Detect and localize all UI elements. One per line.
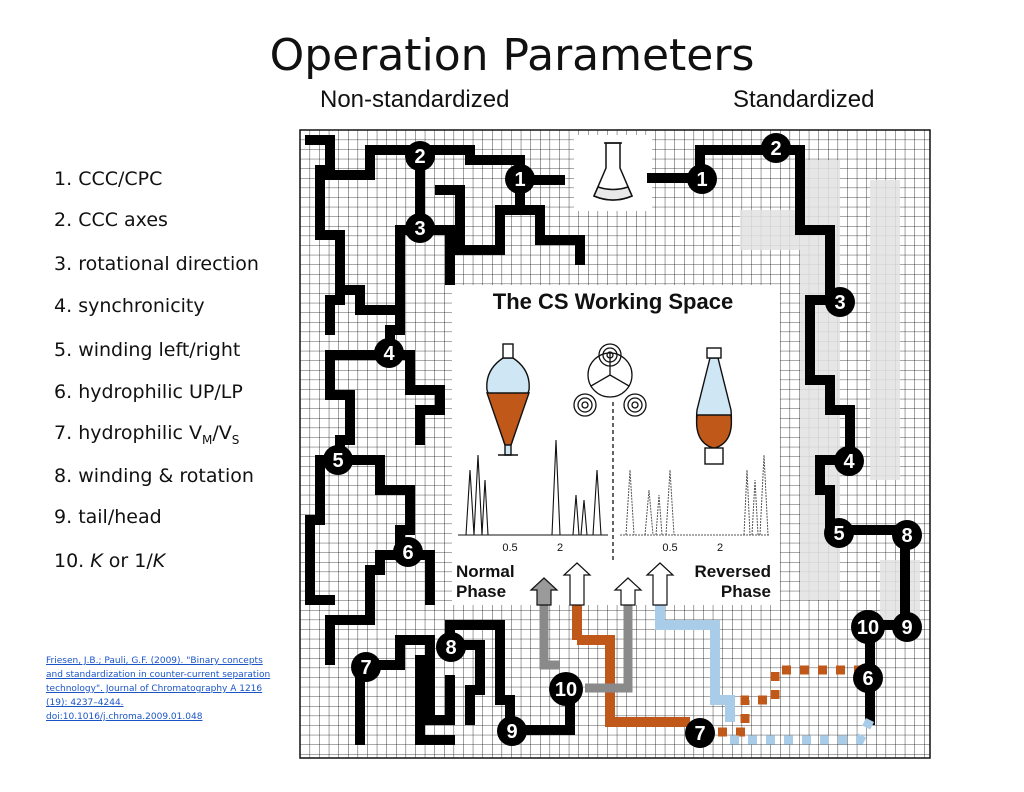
- left-node-9: [497, 716, 527, 746]
- center-box: [452, 285, 780, 605]
- right-node-4: [834, 446, 864, 476]
- left-node-6-label: 6: [402, 542, 413, 564]
- left-node-1: [505, 164, 535, 194]
- left-node-7-label: 7: [360, 657, 371, 679]
- right-node-8-label: 8: [901, 525, 912, 547]
- left-node-6: [393, 537, 423, 567]
- left-node-3: [405, 213, 435, 243]
- gray-path: [539, 590, 633, 693]
- right-node-1-label: 1: [696, 169, 707, 191]
- param-9: 9. tail/head: [54, 506, 162, 528]
- left-nodes: 1 2 3 4 5 6 7 8 9 10: [323, 141, 583, 746]
- right-node-4-label: 4: [843, 451, 855, 473]
- axis-ticks: 0.5 2 0.5 2: [502, 542, 723, 554]
- tick-label-left-1: 0.5: [502, 542, 517, 554]
- right-node-10: [851, 610, 885, 644]
- gray-arrow-right: [613, 577, 643, 606]
- right-node-6: [853, 663, 883, 693]
- left-node-5-label: 5: [332, 450, 343, 472]
- flask-icon: [593, 142, 633, 201]
- chromatogram-normal: [458, 439, 608, 536]
- right-node-7: [685, 718, 715, 748]
- right-node-9: [892, 612, 922, 642]
- left-node-10-label: 10: [555, 679, 577, 701]
- param-7: 7. hydrophilic VM/VS: [54, 422, 240, 447]
- funnel-reversed-icon: [695, 347, 733, 465]
- param-5: 5. winding left/right: [54, 339, 241, 361]
- left-node-2-label: 2: [414, 146, 425, 168]
- ccc-coil-icon: [573, 343, 647, 417]
- blue-path: [655, 580, 735, 722]
- gray-arrow-left: [529, 577, 559, 606]
- reversed-phase-line2: Phase: [721, 582, 771, 601]
- left-node-2: [405, 141, 435, 171]
- right-node-2: [761, 133, 791, 163]
- phase-labels: Normal Phase Reversed Phase: [456, 562, 771, 601]
- center-box-title: The CS Working Space: [493, 289, 733, 314]
- right-node-6-label: 6: [862, 668, 873, 690]
- right-node-5: [824, 518, 854, 548]
- right-node-5-label: 5: [833, 523, 844, 545]
- right-node-1: [687, 164, 717, 194]
- slide-title: Operation Parameters: [269, 30, 755, 81]
- left-node-7: [351, 652, 381, 682]
- right-node-3: [825, 287, 855, 317]
- right-node-10-label: 10: [857, 617, 879, 639]
- orange-path: [572, 580, 690, 727]
- blue-arrow: [645, 562, 675, 606]
- param-1: 1. CCC/CPC: [54, 168, 163, 190]
- funnel-normal-icon: [486, 343, 530, 456]
- reversed-phase-line1: Reversed: [694, 562, 771, 581]
- tick-label-left-2: 2: [557, 542, 563, 554]
- right-nodes: 1 2 3 4 5 6 7 8 9 10: [685, 133, 922, 748]
- left-node-5: [323, 445, 353, 475]
- left-node-8: [436, 632, 466, 662]
- left-node-8-label: 8: [445, 637, 456, 659]
- left-node-10: [549, 672, 583, 706]
- tick-label-right-1: 0.5: [662, 542, 677, 554]
- param-4: 4. synchronicity: [54, 295, 205, 317]
- normal-phase-line2: Phase: [456, 582, 506, 601]
- param-10: 10. K or 1/K: [54, 550, 166, 572]
- param-3: 3. rotational direction: [54, 253, 259, 275]
- left-node-3-label: 3: [414, 218, 425, 240]
- left-node-1-label: 1: [514, 169, 525, 191]
- standardized-label: Standardized: [733, 86, 875, 113]
- param-6: 6. hydrophilic UP/LP: [54, 381, 243, 403]
- orange-dashed-path: [718, 665, 875, 737]
- right-node-3-label: 3: [834, 292, 845, 314]
- citation-link[interactable]: Friesen, J.B.; Pauli, G.F. (2009). "Bina…: [46, 656, 271, 722]
- chromatogram-reversed: [620, 454, 770, 536]
- param-8: 8. winding & rotation: [54, 465, 254, 487]
- tick-label-right-2: 2: [717, 542, 723, 554]
- right-node-9-label: 9: [901, 617, 912, 639]
- orange-arrow: [562, 562, 592, 606]
- right-node-2-label: 2: [770, 138, 781, 160]
- right-node-8: [892, 520, 922, 550]
- non-standardized-label: Non-standardized: [320, 86, 510, 113]
- left-node-4: [374, 338, 404, 368]
- left-node-9-label: 9: [506, 721, 517, 743]
- left-node-4-label: 4: [383, 343, 395, 365]
- up-arrows: [529, 562, 675, 606]
- param-2: 2. CCC axes: [54, 209, 168, 231]
- right-node-7-label: 7: [694, 723, 705, 745]
- normal-phase-line1: Normal: [456, 562, 515, 581]
